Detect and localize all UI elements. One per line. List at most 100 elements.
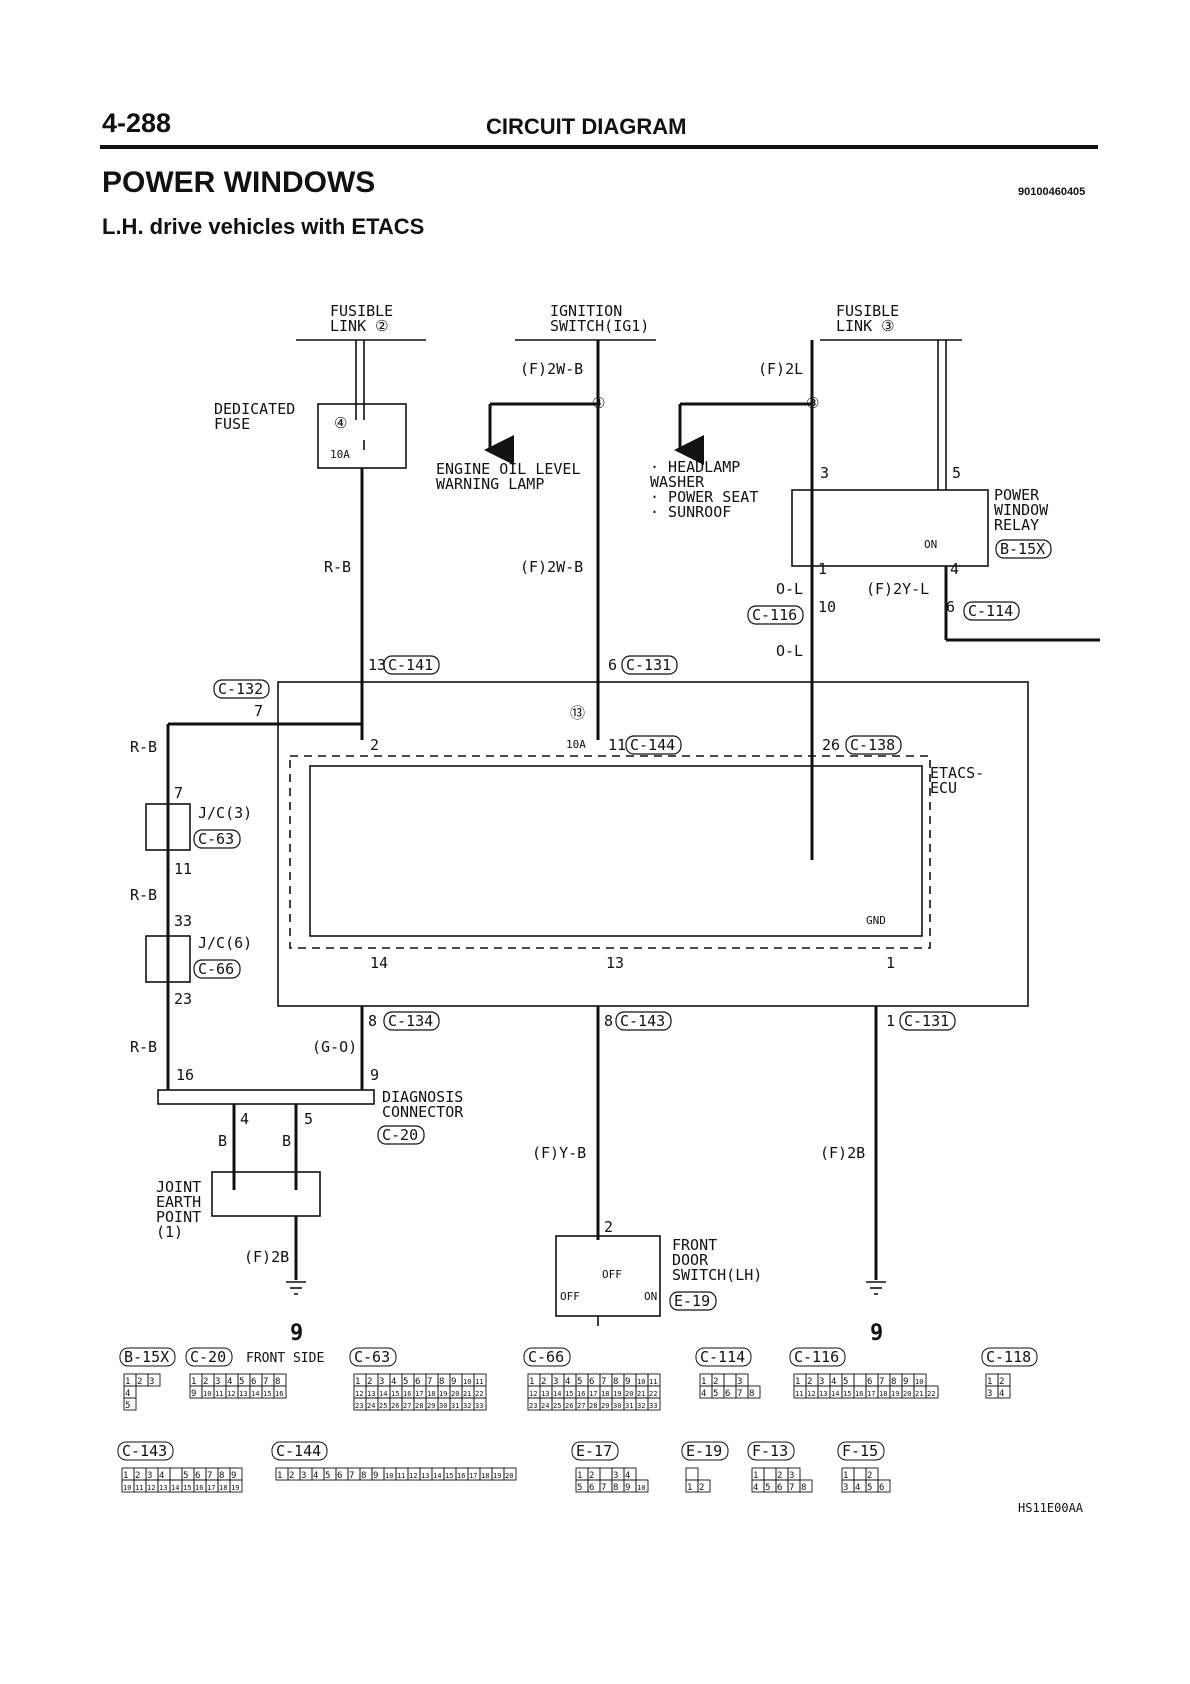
label-ol2: O-L <box>776 642 803 660</box>
label-p6b: 6 <box>608 656 617 674</box>
label-p6: 6 <box>946 598 955 616</box>
connector-pin: 2 <box>541 1377 546 1387</box>
connector-pin: 1 <box>987 1377 992 1387</box>
connector-pin: 8 <box>275 1377 280 1387</box>
connector-pin: 4 <box>701 1389 706 1399</box>
connector-pin: 16 <box>195 1484 203 1492</box>
connector-pin-cell <box>503 1467 517 1481</box>
connector-pin: 3 <box>301 1471 306 1481</box>
connector-pin: 2 <box>589 1471 594 1481</box>
connector-pin: 1 <box>125 1377 130 1387</box>
label-p2b: 2 <box>604 1218 613 1236</box>
connector-label-box <box>837 1441 885 1461</box>
connector-pin: 20 <box>451 1390 459 1398</box>
connector-label-C-144: C-144 <box>276 1442 321 1460</box>
doc-code: 90100460405 <box>1018 186 1086 198</box>
connector-pin: 13 <box>541 1390 549 1398</box>
connector-pin: 10 <box>123 1484 131 1492</box>
connector-pin: 33 <box>475 1402 483 1410</box>
connector-pin: 6 <box>337 1471 342 1481</box>
connector-label-box <box>185 1347 233 1367</box>
connector-pin: 12 <box>409 1472 417 1480</box>
connector-pin: 10 <box>385 1472 393 1480</box>
connector-pin-cell <box>147 1373 161 1387</box>
connector-pin: 3 <box>149 1377 154 1387</box>
connector-pin-cell <box>273 1385 287 1399</box>
connector-pin: 6 <box>777 1483 782 1493</box>
connector-label-box <box>789 1347 846 1367</box>
connector-pin: 2 <box>137 1377 142 1387</box>
connector-label-box <box>523 1347 571 1367</box>
connector-pin: 3 <box>147 1471 152 1481</box>
connector-pin: 2 <box>699 1483 704 1493</box>
label-p26: 26 <box>822 736 840 754</box>
connector-pin: 8 <box>439 1377 444 1387</box>
connector-pin: 19 <box>613 1390 621 1398</box>
connector-pin: 2 <box>289 1471 294 1481</box>
connector-pin: 8 <box>891 1377 896 1387</box>
connector-pin: 14 <box>831 1390 839 1398</box>
connector-pin: 18 <box>481 1472 489 1480</box>
label-c138: C-138 <box>850 736 895 754</box>
connector-pin: 7 <box>349 1471 354 1481</box>
label-fl3-1: LINK ③ <box>836 317 895 335</box>
label-fds-1: DOOR <box>672 1251 709 1269</box>
connector-pin: 16 <box>457 1472 465 1480</box>
connector-pin: 15 <box>183 1484 191 1492</box>
connector-label-box <box>349 1347 397 1367</box>
connector-pin: 19 <box>493 1472 501 1480</box>
connector-pin: 1 <box>701 1377 706 1387</box>
connector-pin: 13 <box>367 1390 375 1398</box>
connector-pin: 3 <box>819 1377 824 1387</box>
label-off: OFF <box>560 1290 580 1303</box>
connector-pin-cell <box>853 1373 867 1387</box>
connector-pin: 10 <box>463 1378 471 1386</box>
label-p5b: 5 <box>304 1110 313 1128</box>
connector-pin: 4 <box>565 1377 570 1387</box>
connector-pin: 14 <box>379 1390 387 1398</box>
label-c20: C-20 <box>382 1126 418 1144</box>
connector-pin: 9 <box>625 1377 630 1387</box>
label-rb2: R-B <box>130 738 157 756</box>
connector-pin: 25 <box>379 1402 387 1410</box>
label-etacs-1: ECU <box>930 779 957 797</box>
connector-pin: 8 <box>613 1483 618 1493</box>
connector-label-C-143: C-143 <box>122 1442 167 1460</box>
label-jep-3: (1) <box>156 1223 183 1241</box>
connector-tag-c141 <box>383 655 440 675</box>
label-p9: 9 <box>370 1066 379 1084</box>
connector-pin: 13 <box>819 1390 827 1398</box>
connector-pin: 20 <box>505 1472 513 1480</box>
connector-tag-c134 <box>383 1011 440 1031</box>
connector-label-box <box>271 1441 328 1461</box>
connector-pin: 3 <box>613 1471 618 1481</box>
connector-pin: 27 <box>577 1402 585 1410</box>
connector-pin: 1 <box>577 1471 582 1481</box>
connector-pin: 28 <box>415 1402 423 1410</box>
connector-pin: 7 <box>737 1389 742 1399</box>
label-f2wb2: (F)2W-B <box>520 558 583 576</box>
label-jep-2: POINT <box>156 1208 201 1226</box>
label-on2: ON <box>644 1290 657 1303</box>
connector-pin: 4 <box>625 1471 630 1481</box>
connector-label-box <box>571 1441 619 1461</box>
connector-pin: 1 <box>843 1471 848 1481</box>
connector-pin: 2 <box>367 1377 372 1387</box>
connector-tag-c143 <box>615 1011 672 1031</box>
connector-pin: 2 <box>777 1471 782 1481</box>
connector-tag-c131b <box>899 1011 956 1031</box>
connector-pin: 9 <box>231 1471 236 1481</box>
connector-label-box <box>117 1441 174 1461</box>
connector-label-F-15: F-15 <box>842 1442 878 1460</box>
label-ign_node: ④ <box>592 394 605 412</box>
label-dedfuse-0: DEDICATED <box>214 400 295 418</box>
label-on: ON <box>924 538 937 551</box>
connector-pin: 14 <box>171 1484 179 1492</box>
connector-pin: 19 <box>231 1484 239 1492</box>
label-jep-0: JOINT <box>156 1178 201 1196</box>
connector-pin: 7 <box>601 1377 606 1387</box>
page-title: POWER WINDOWS <box>102 166 376 199</box>
connector-pin: 5 <box>183 1471 188 1481</box>
connector-pin: 30 <box>439 1402 447 1410</box>
label-p3: 3 <box>820 464 829 482</box>
